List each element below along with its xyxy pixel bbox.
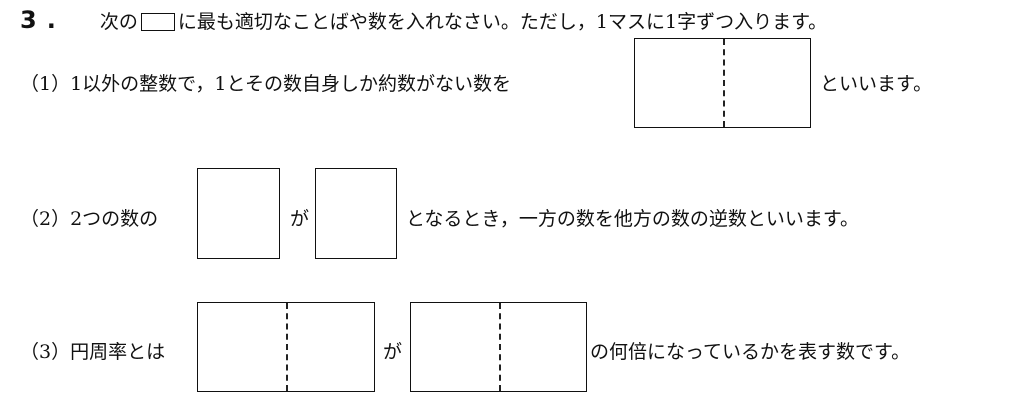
answer-box-divider [722,39,725,127]
question-2-label: （2） [20,208,71,230]
question-2-line: （2）2つの数の [20,207,158,231]
question-1-line: （1）1以外の整数で，1とその数自身しか約数がない数を [20,72,511,96]
answer-box-divider [498,303,501,391]
question-1-label: （1） [20,73,71,95]
question-3-answer-box-1[interactable] [197,302,375,392]
question-1-text-after: といいます。 [820,73,933,95]
instruction-text-before: 次の [99,11,138,33]
question-3-text-before: 円周率とは [70,341,166,363]
question-2-text-after: となるとき，一方の数を他方の数の逆数といいます。 [406,208,859,230]
question-3-line: （3）円周率とは [20,340,165,364]
question-2-answer-box-2[interactable] [315,168,397,259]
question-2-text-middle: が [290,208,310,230]
question-1-text-before: 1以外の整数で，1とその数自身しか約数がない数を [70,73,511,95]
question-1-answer-box[interactable] [634,38,811,128]
question-3-answer-box-2[interactable] [410,302,587,392]
question-3-text-after: の何倍になっているかを表す数です。 [590,341,911,363]
inline-answer-square-icon [140,13,175,31]
section-number: 3. [20,6,66,34]
question-3-label: （3） [20,341,71,363]
answer-box-divider [286,303,288,391]
question-3-text-middle: が [383,341,403,363]
question-2-text-before: 2つの数の [70,208,159,230]
question-2-answer-box-1[interactable] [197,168,280,259]
section-header: 3. 次の に最も適切なことばや数を入れなさい。ただし，1マスに1字ずつ入ります。 [20,6,827,34]
instruction-text-after: に最も適切なことばや数を入れなさい。ただし，1マスに1字ずつ入ります。 [177,11,828,33]
